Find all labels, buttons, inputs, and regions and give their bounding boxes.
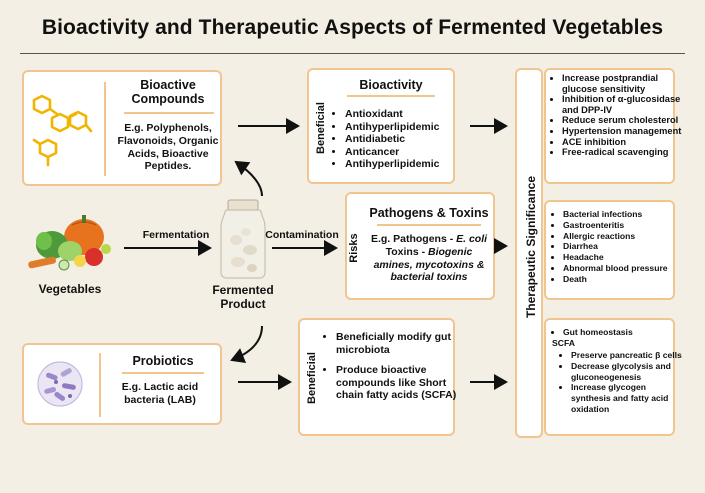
- significance-item: ACE inhibition: [562, 137, 684, 148]
- scfa-item: Increase glycogen synthesis and fatty ac…: [571, 382, 685, 414]
- probiotics-heading: Probiotics: [132, 354, 194, 368]
- vegetables-label: Vegetables: [38, 282, 102, 296]
- significance-box-gut: Gut homeostasis SCFA Preserve pancreatic…: [544, 318, 682, 436]
- bioactive-compounds-box: Bioactive Compounds E.g. Polyphenols, Fl…: [22, 70, 222, 186]
- risk-item: Death: [563, 274, 687, 285]
- risk-item: Headache: [563, 252, 687, 263]
- gut-significance-list: Gut homeostasis: [550, 327, 687, 338]
- pathogens-example: E. coli: [456, 233, 488, 245]
- bacteria-icon: [37, 361, 83, 407]
- risk-item: Gastroenteritis: [563, 220, 687, 231]
- probiotics-box: Probiotics E.g. Lactic acid bacteria (LA…: [22, 343, 222, 425]
- arrow-product-to-probiotics: [230, 325, 263, 363]
- probiotics-heading-underline: [122, 372, 204, 374]
- bioactivity-heading: Bioactivity: [359, 78, 423, 92]
- bioactivity-box: Beneficial Bioactivity Antioxidant Antih…: [307, 68, 455, 184]
- arrow-product-to-compounds: [234, 160, 263, 197]
- probiotics-divider: [99, 353, 101, 417]
- bioactivity-item: Antihyperlipidemic: [345, 158, 440, 171]
- significance-list-risks: Bacterial infections Gastroenteritis All…: [550, 209, 687, 285]
- toxins-prefix: Toxins -: [385, 245, 429, 258]
- risk-item: Abnormal blood pressure: [563, 263, 687, 274]
- gut-effect-item: Beneficially modify gut microbiota: [336, 331, 466, 356]
- risk-item: Diarrhea: [563, 241, 687, 252]
- title-divider: [20, 53, 685, 54]
- therapeutic-significance-box: Therapeutic Significance: [515, 68, 543, 438]
- significance-item: Reduce serum cholesterol: [562, 115, 684, 126]
- risk-item: Allergic reactions: [563, 231, 687, 242]
- page-title: Bioactivity and Therapeutic Aspects of F…: [41, 16, 664, 39]
- toxins-examples: Biogenic amines, mycotoxins & bacterial …: [373, 245, 485, 284]
- significance-item: Hypertension management: [562, 126, 684, 137]
- pathogens-examples: E.g. Pathogens - E. coli Toxins - Biogen…: [365, 233, 493, 284]
- bioactive-heading: Bioactive Compounds: [131, 78, 205, 106]
- significance-item: Free-radical scavenging: [562, 147, 684, 158]
- significance-list-metabolic: Increase postprandial glucose sensitivit…: [550, 73, 684, 158]
- jar-icon: [220, 199, 266, 279]
- contamination-label: Contamination: [265, 229, 339, 241]
- bioactivity-item: Anticancer: [345, 146, 440, 159]
- significance-box-metabolic: Increase postprandial glucose sensitivit…: [544, 68, 681, 184]
- scfa-label: SCFA: [552, 338, 575, 348]
- fermentation-label: Fermentation: [142, 229, 210, 241]
- scfa-item: Preserve pancreatic β cells: [571, 350, 685, 361]
- probiotics-examples: E.g. Lactic acid bacteria (LAB): [121, 381, 199, 406]
- gut-homeostasis-item: Gut homeostasis: [563, 327, 687, 338]
- molecule-icon: [32, 94, 93, 167]
- pathogens-heading: Pathogens & Toxins: [369, 206, 489, 220]
- gut-effect-item: Produce bioactive compounds like Short c…: [336, 364, 466, 402]
- bioactive-examples: E.g. Polyphenols, Flavonoids, Organic Ac…: [117, 122, 219, 173]
- bioactive-divider: [104, 82, 106, 176]
- bioactivity-heading-underline: [347, 95, 435, 97]
- bioactivity-item: Antihyperlipidemic: [345, 121, 440, 134]
- bioactivity-list: Antioxidant Antihyperlipidemic Antidiabe…: [331, 108, 440, 171]
- significance-item: Inhibition of α-glucosidase and DPP-IV: [562, 94, 684, 115]
- gut-effects-box: Beneficial Beneficially modify gut micro…: [298, 318, 456, 436]
- gut-effects-list: Beneficially modify gut microbiota Produ…: [322, 331, 466, 402]
- bioactivity-item: Antidiabetic: [345, 133, 440, 146]
- risk-item: Bacterial infections: [563, 209, 687, 220]
- pathogens-heading-underline: [377, 224, 481, 226]
- fermented-product-label: Fermented Product: [212, 283, 274, 311]
- significance-item: Increase postprandial glucose sensitivit…: [562, 73, 684, 94]
- significance-box-risks: Bacterial infections Gastroenteritis All…: [544, 200, 675, 300]
- scfa-sublist: Preserve pancreatic β cells Decrease gly…: [558, 350, 685, 415]
- pathogens-prefix: E.g. Pathogens -: [370, 233, 457, 245]
- vegetables-illustration: [28, 215, 111, 271]
- bioactive-heading-underline: [124, 112, 214, 114]
- bioactivity-item: Antioxidant: [345, 108, 440, 121]
- scfa-item: Decrease glycolysis and gluconeogenesis: [571, 361, 685, 383]
